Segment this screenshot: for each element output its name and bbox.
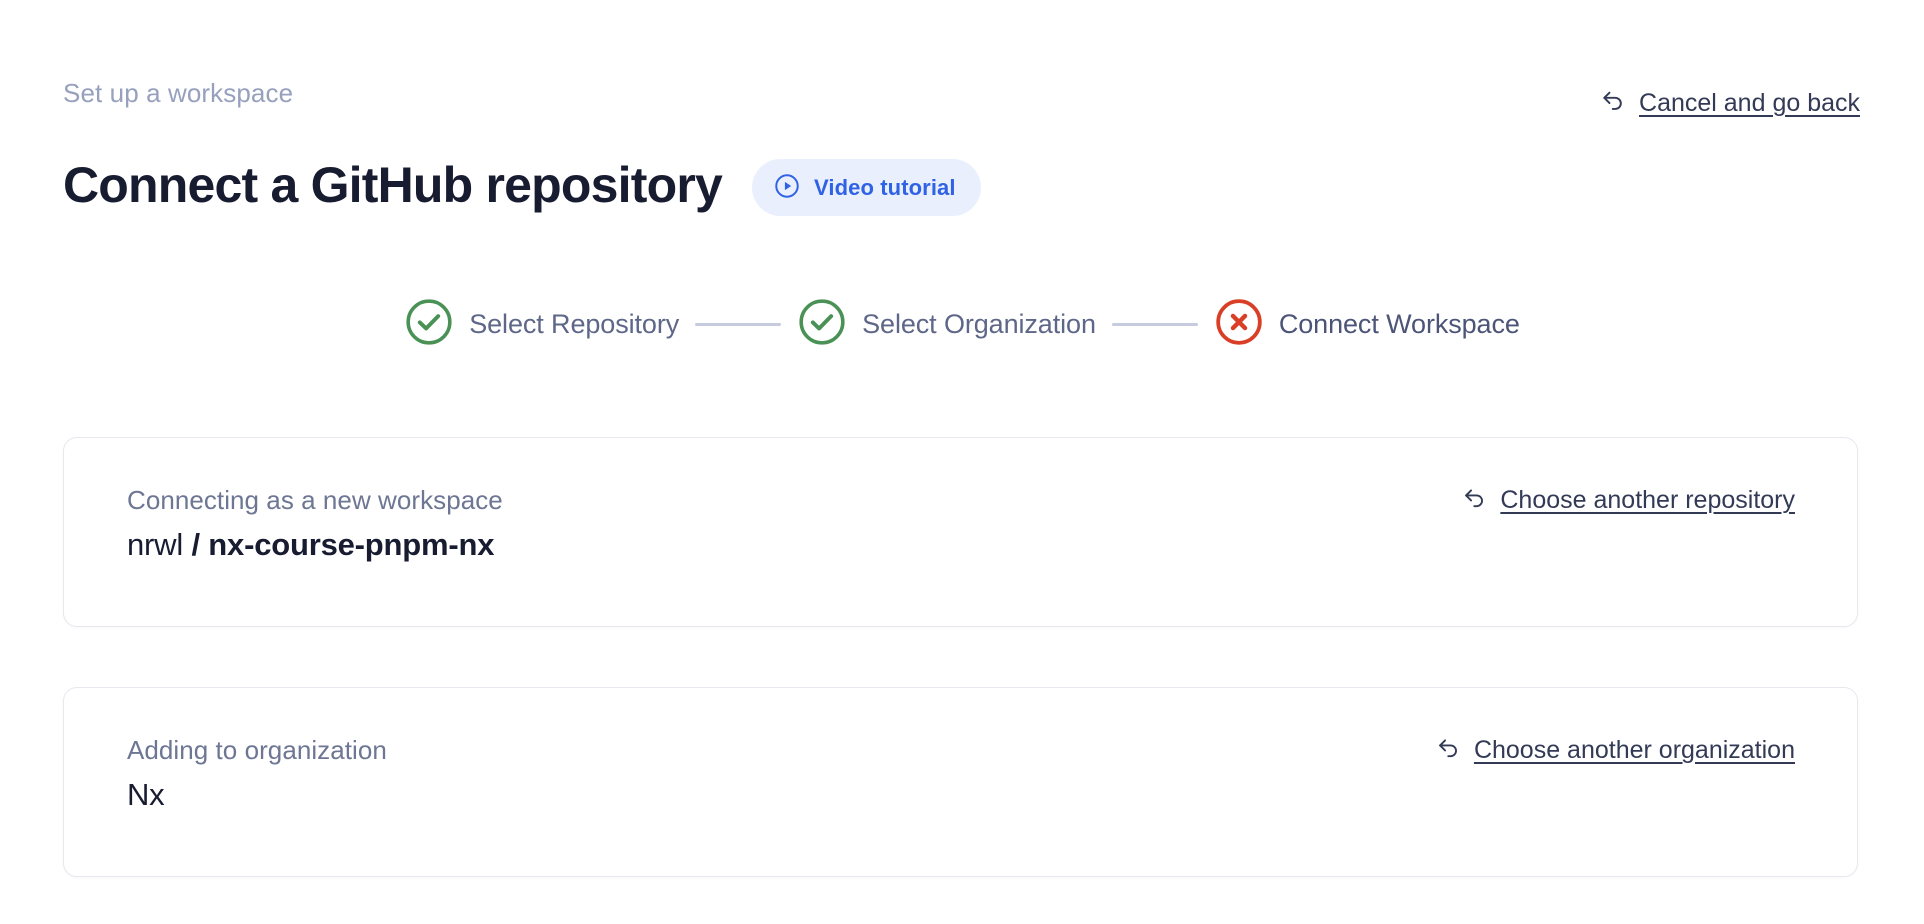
undo-arrow-icon (1598, 86, 1627, 120)
choose-another-repository-label: Choose another repository (1500, 486, 1795, 514)
organization-card-value: Nx (127, 777, 165, 812)
choose-another-organization-label: Choose another organization (1473, 736, 1795, 764)
organization-card-body: Adding to organization Nx Choose another… (64, 688, 1857, 876)
choose-another-repository-link[interactable]: Choose another repository (1460, 484, 1795, 517)
check-circle-icon (404, 297, 454, 352)
step-select-repository[interactable]: Select Repository (404, 297, 679, 352)
step-connect-workspace[interactable]: Connect Workspace (1214, 297, 1520, 352)
video-tutorial-button[interactable]: Video tutorial (752, 159, 981, 216)
page-title: Connect a GitHub repository (63, 156, 723, 213)
repository-card-caption: Connecting as a new workspace (127, 485, 503, 515)
cancel-and-go-back-link[interactable]: Cancel and go back (1598, 86, 1860, 120)
choose-another-organization-link[interactable]: Choose another organization (1434, 734, 1795, 767)
repository-card: Connecting as a new workspace nrwl / nx-… (63, 437, 1858, 627)
step-label-select-organization: Select Organization (862, 309, 1096, 339)
repository-owner: nrwl (127, 527, 184, 562)
repository-card-body: Connecting as a new workspace nrwl / nx-… (64, 438, 1857, 626)
step-select-organization[interactable]: Select Organization (797, 297, 1096, 352)
repository-separator: / (183, 527, 209, 562)
repository-card-value: nrwl / nx-course-pnpm-nx (127, 525, 1795, 565)
video-tutorial-label: Video tutorial (814, 174, 956, 200)
cancel-and-go-back-label: Cancel and go back (1639, 88, 1860, 117)
x-circle-icon (1214, 297, 1264, 352)
step-label-connect-workspace: Connect Workspace (1278, 309, 1520, 339)
check-circle-icon (797, 297, 847, 352)
step-connector-2 (1111, 323, 1198, 326)
undo-arrow-icon (1460, 484, 1488, 517)
organization-card-caption: Adding to organization (127, 735, 387, 765)
title-row: Connect a GitHub repository Video tutori… (63, 122, 1861, 247)
page-header: Set up a workspace Connect a GitHub repo… (63, 78, 1861, 216)
step-connector-1 (695, 323, 782, 326)
organization-card: Adding to organization Nx Choose another… (63, 687, 1858, 877)
play-circle-icon (773, 172, 801, 203)
progress-stepper: Select Repository Select Organization Co… (0, 297, 1924, 352)
step-label-select-repository: Select Repository (469, 309, 680, 339)
repository-name: nx-course-pnpm-nx (208, 527, 495, 562)
page-eyebrow: Set up a workspace (63, 78, 294, 108)
undo-arrow-icon (1434, 734, 1462, 767)
